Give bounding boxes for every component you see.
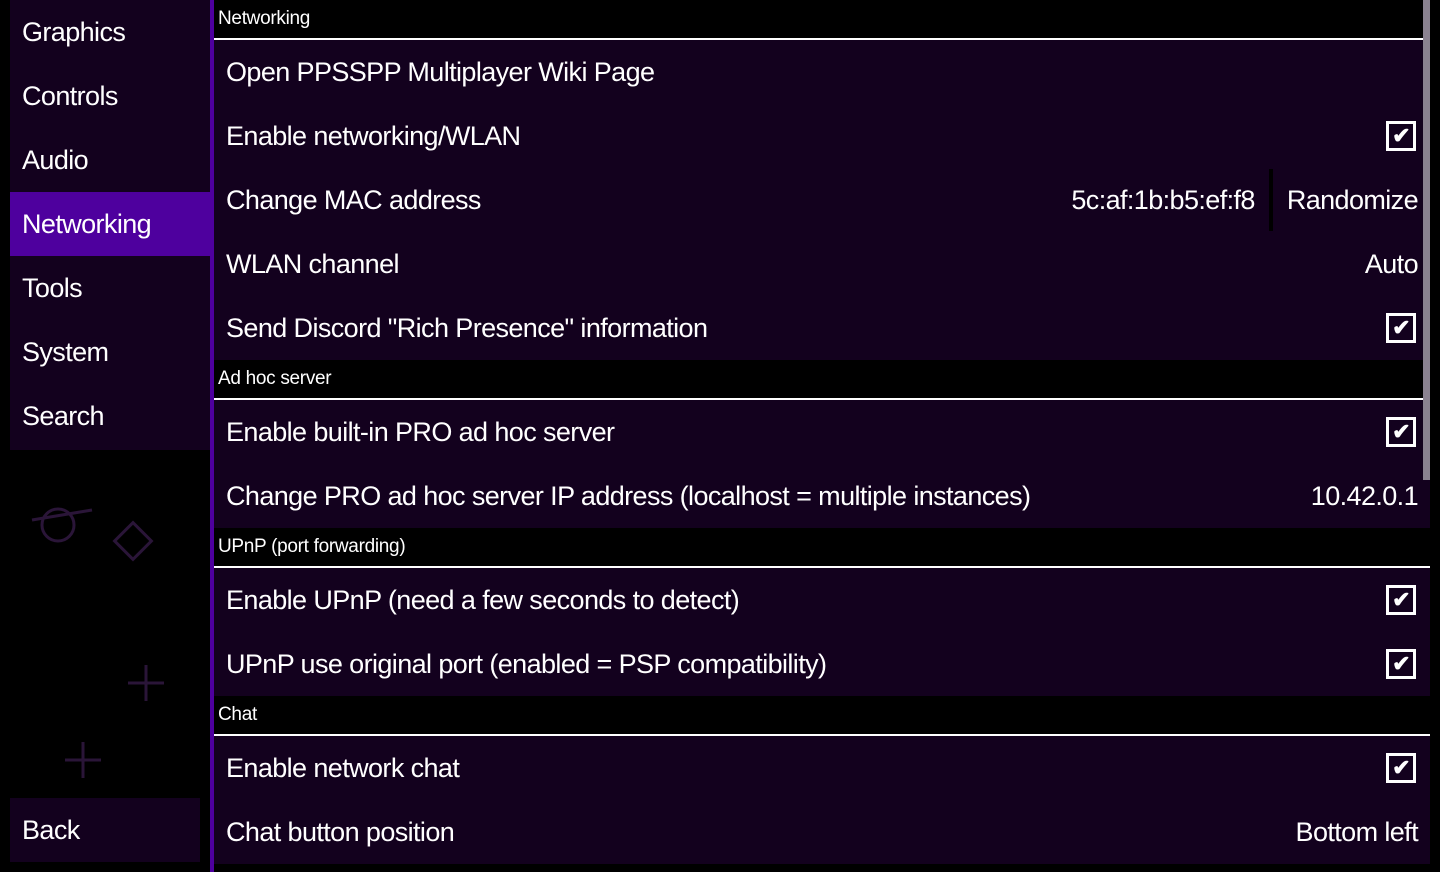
- divider: [210, 0, 214, 872]
- checkbox[interactable]: ✔: [1386, 417, 1416, 447]
- row-label: Send Discord "Rich Presence" information: [226, 312, 708, 343]
- wlan-channel-row[interactable]: WLAN channel Auto: [214, 232, 1430, 296]
- row-label: Enable built-in PRO ad hoc server: [226, 416, 615, 447]
- section-header-adhoc: Ad hoc server: [214, 360, 1430, 400]
- chat-button-position-row[interactable]: Chat button position Bottom left: [214, 800, 1430, 864]
- adhoc-ip-row[interactable]: Change PRO ad hoc server IP address (loc…: [214, 464, 1430, 528]
- chat-position-value: Bottom left: [1295, 816, 1419, 847]
- sidebar-item-system[interactable]: System: [22, 337, 109, 367]
- section-header-networking: Networking: [214, 0, 1430, 40]
- checkbox[interactable]: ✔: [1386, 121, 1416, 151]
- section-header-chat: Chat: [214, 696, 1430, 736]
- row-label: Enable network chat: [226, 752, 460, 783]
- checkbox[interactable]: ✔: [1386, 753, 1416, 783]
- change-mac-row[interactable]: Change MAC address 5c:af:1b:b5:ef:f8 Rando…: [214, 168, 1430, 232]
- randomize-button[interactable]: Randomize: [1286, 184, 1419, 215]
- section-header-upnp: UPnP (port forwarding): [214, 528, 1430, 568]
- row-label: Change MAC address: [226, 184, 481, 215]
- checkbox[interactable]: ✔: [1386, 585, 1416, 615]
- back-button[interactable]: Back: [10, 798, 200, 862]
- checkbox[interactable]: ✔: [1386, 313, 1416, 343]
- scrollbar[interactable]: [1423, 0, 1430, 480]
- checkbox[interactable]: ✔: [1386, 649, 1416, 679]
- wlan-channel-value: Auto: [1364, 248, 1419, 279]
- row-label: Change PRO ad hoc server IP address (loc…: [226, 480, 1031, 511]
- row-label: WLAN channel: [226, 248, 399, 279]
- row-label: Enable UPnP (need a few seconds to detec…: [226, 584, 740, 615]
- enable-chat-row[interactable]: Enable network chat ✔: [214, 736, 1430, 800]
- upnp-original-port-row[interactable]: UPnP use original port (enabled = PSP co…: [214, 632, 1430, 696]
- discord-presence-row[interactable]: Send Discord "Rich Presence" information…: [214, 296, 1430, 360]
- row-label: Enable networking/WLAN: [226, 120, 521, 151]
- row-label: Chat button position: [226, 816, 455, 847]
- separator: [1268, 169, 1273, 231]
- ip-value: 10.42.0.1: [1310, 480, 1419, 511]
- open-wiki-row[interactable]: Open PPSSPP Multiplayer Wiki Page: [214, 40, 1430, 104]
- enable-networking-row[interactable]: Enable networking/WLAN ✔: [214, 104, 1430, 168]
- row-label: UPnP use original port (enabled = PSP co…: [226, 648, 827, 679]
- sidebar-item-networking[interactable]: Networking: [10, 192, 210, 256]
- sidebar-item-tools[interactable]: Tools: [22, 273, 83, 303]
- enable-upnp-row[interactable]: Enable UPnP (need a few seconds to detec…: [214, 568, 1430, 632]
- settings-list: Networking Open PPSSPP Multiplayer Wiki …: [214, 0, 1430, 872]
- mac-address-value: 5c:af:1b:b5:ef:f8: [1071, 184, 1255, 215]
- sidebar-item-audio[interactable]: Audio: [22, 145, 89, 175]
- sidebar-item-search[interactable]: Search: [22, 401, 105, 431]
- row-label: Open PPSSPP Multiplayer Wiki Page: [226, 56, 655, 87]
- sidebar-item-graphics[interactable]: Graphics: [22, 17, 126, 47]
- sidebar: Graphics Controls Audio Networking Tools…: [10, 0, 210, 450]
- pro-adhoc-server-row[interactable]: Enable built-in PRO ad hoc server ✔: [214, 400, 1430, 464]
- sidebar-item-controls[interactable]: Controls: [22, 81, 118, 111]
